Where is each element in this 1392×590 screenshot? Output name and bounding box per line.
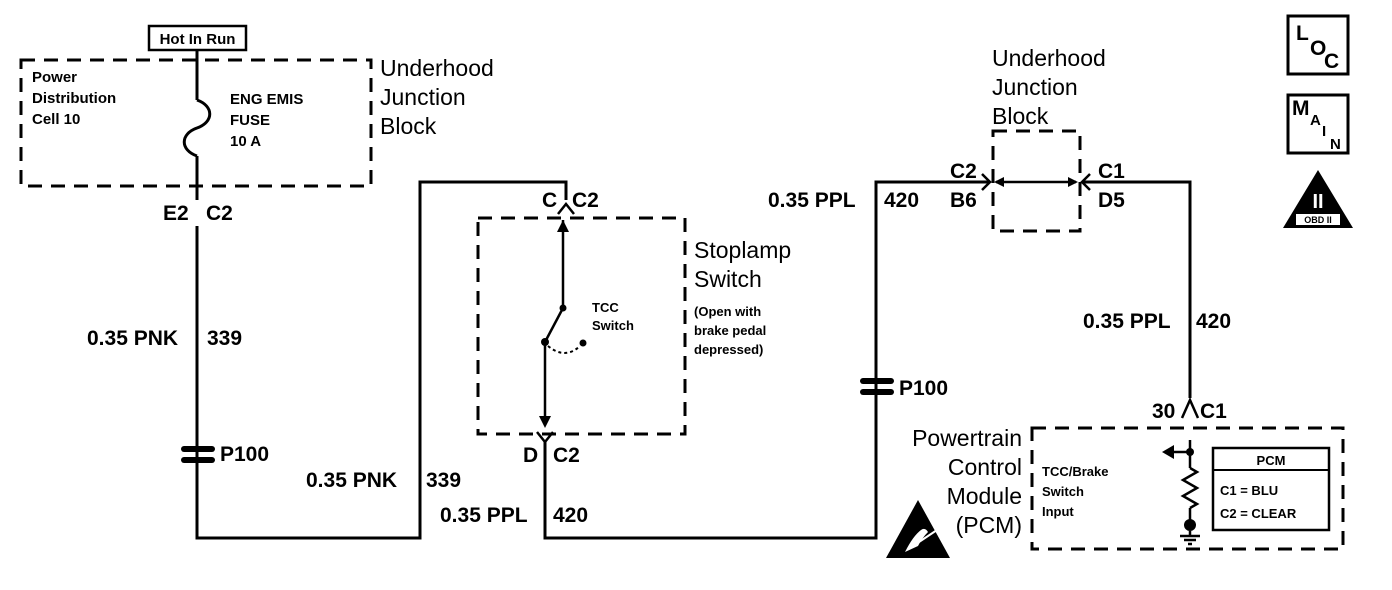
splice-p100-mid: P100 [860,377,948,400]
right-block-left-pin: B6 [950,189,977,212]
location-icon: L O C [1286,14,1350,76]
wire-circuit-420-bottom [543,180,990,540]
stoplamp-note-3: depressed) [694,342,763,357]
wire-label-pnk-left: 0.35 PNK [87,327,178,350]
fuse-name-line-3: 10 A [230,133,261,150]
right-block-title-3: Block [992,103,1049,129]
fuse-icon [182,50,212,200]
stoplamp-switch: C C2 D C2 TCC Switch Stoplamp Switch (Op… [476,189,791,467]
wire-circuit-339 [195,180,568,540]
stoplamp-bottom-connector: C2 [553,444,580,467]
loc-letter-l: L [1296,22,1309,45]
pcm-title-3: Module [947,483,1022,509]
splice-left-label: P100 [220,443,269,466]
wire-circuit-pnk-bottom: 339 [426,469,461,492]
wire-label-ppl-bottom: 0.35 PPL [440,504,528,527]
stoplamp-title-1: Stoplamp [694,237,791,263]
main-icon: M A I N [1286,93,1350,155]
obd-ii-icon: II OBD II [1283,170,1353,228]
pcm-table-row-2: C2 = CLEAR [1220,506,1297,521]
right-block-right-connector: C1 [1098,160,1125,183]
pcm-input-line-1: TCC/Brake [1042,464,1108,479]
stoplamp-note-1: (Open with [694,304,761,319]
stoplamp-top-connector: C2 [572,189,599,212]
pull-down-resistor-icon [1162,440,1200,546]
main-letter-i: I [1322,123,1326,140]
pcm-input-line-3: Input [1042,504,1074,519]
pcm-title-2: Control [948,454,1022,480]
power-dist-line-1: Power [32,69,77,86]
main-letter-n: N [1330,136,1341,153]
hot-in-run-text: Hot In Run [160,31,236,48]
pcm-title-1: Powertrain [912,425,1022,451]
main-letter-m: M [1292,97,1310,120]
right-block-left-connector: C2 [950,160,977,183]
fuse-connector-pin: E2 [163,202,189,225]
loc-letter-c: C [1324,50,1339,73]
tcc-switch-line-2: Switch [592,318,634,333]
hot-in-run-label: Hot In Run [147,24,248,52]
fuse-block-title-2: Junction [380,84,466,110]
pcm-connector: C1 [1200,400,1227,423]
fuse-name-line-2: FUSE [230,112,270,129]
power-dist-line-3: Cell 10 [32,111,80,128]
obd-text: OBD II [1304,215,1332,225]
splice-mid-label: P100 [899,377,948,400]
right-block-title-2: Junction [992,74,1078,100]
fuse-block-title-1: Underhood [380,55,494,81]
fuse-connector: C2 [206,202,233,225]
right-junction-block: Underhood Junction Block C2 B6 C1 D5 [950,45,1125,233]
right-block-title-1: Underhood [992,45,1106,71]
wire-circuit-ppl-mid: 420 [884,189,919,212]
fuse-block-title-3: Block [380,113,437,139]
stoplamp-note-2: brake pedal [694,323,766,338]
right-block-right-pin: D5 [1098,189,1125,212]
tcc-switch-line-1: TCC [592,300,619,315]
wire-label-pnk-bottom: 0.35 PNK [306,469,397,492]
loc-letter-o: O [1310,37,1326,60]
power-dist-line-2: Distribution [32,90,116,107]
wire-circuit-420-right [1082,180,1192,398]
stoplamp-bottom-pin: D [523,444,538,467]
pcm-table-row-1: C1 = BLU [1220,483,1278,498]
wire-label-ppl-right: 0.35 PPL [1083,310,1171,333]
wire-circuit-ppl-bottom: 420 [553,504,588,527]
esd-warning-icon [886,500,950,558]
pcm-title-4: (PCM) [956,512,1022,538]
pcm-module: 30 C1 Powertrain Control Module (PCM) TC… [912,396,1345,551]
obd-glyph: II [1312,191,1323,213]
pcm-connector-table: PCM C1 = BLU C2 = CLEAR [1211,446,1331,532]
wire-circuit-pnk-left: 339 [207,327,242,350]
stoplamp-top-pin: C [542,189,557,212]
pcm-pin: 30 [1152,400,1175,423]
wire-circuit-ppl-right: 420 [1196,310,1231,333]
wire-label-ppl-mid: 0.35 PPL [768,189,856,212]
splice-p100-left: P100 [181,443,269,466]
pcm-input-line-2: Switch [1042,484,1084,499]
stoplamp-title-2: Switch [694,266,762,292]
fuse-name-line-1: ENG EMIS [230,91,303,108]
fuse-block: Power Distribution Cell 10 ENG EMIS FUSE… [19,55,494,225]
pcm-table-title: PCM [1257,453,1286,468]
main-letter-a: A [1310,112,1321,129]
